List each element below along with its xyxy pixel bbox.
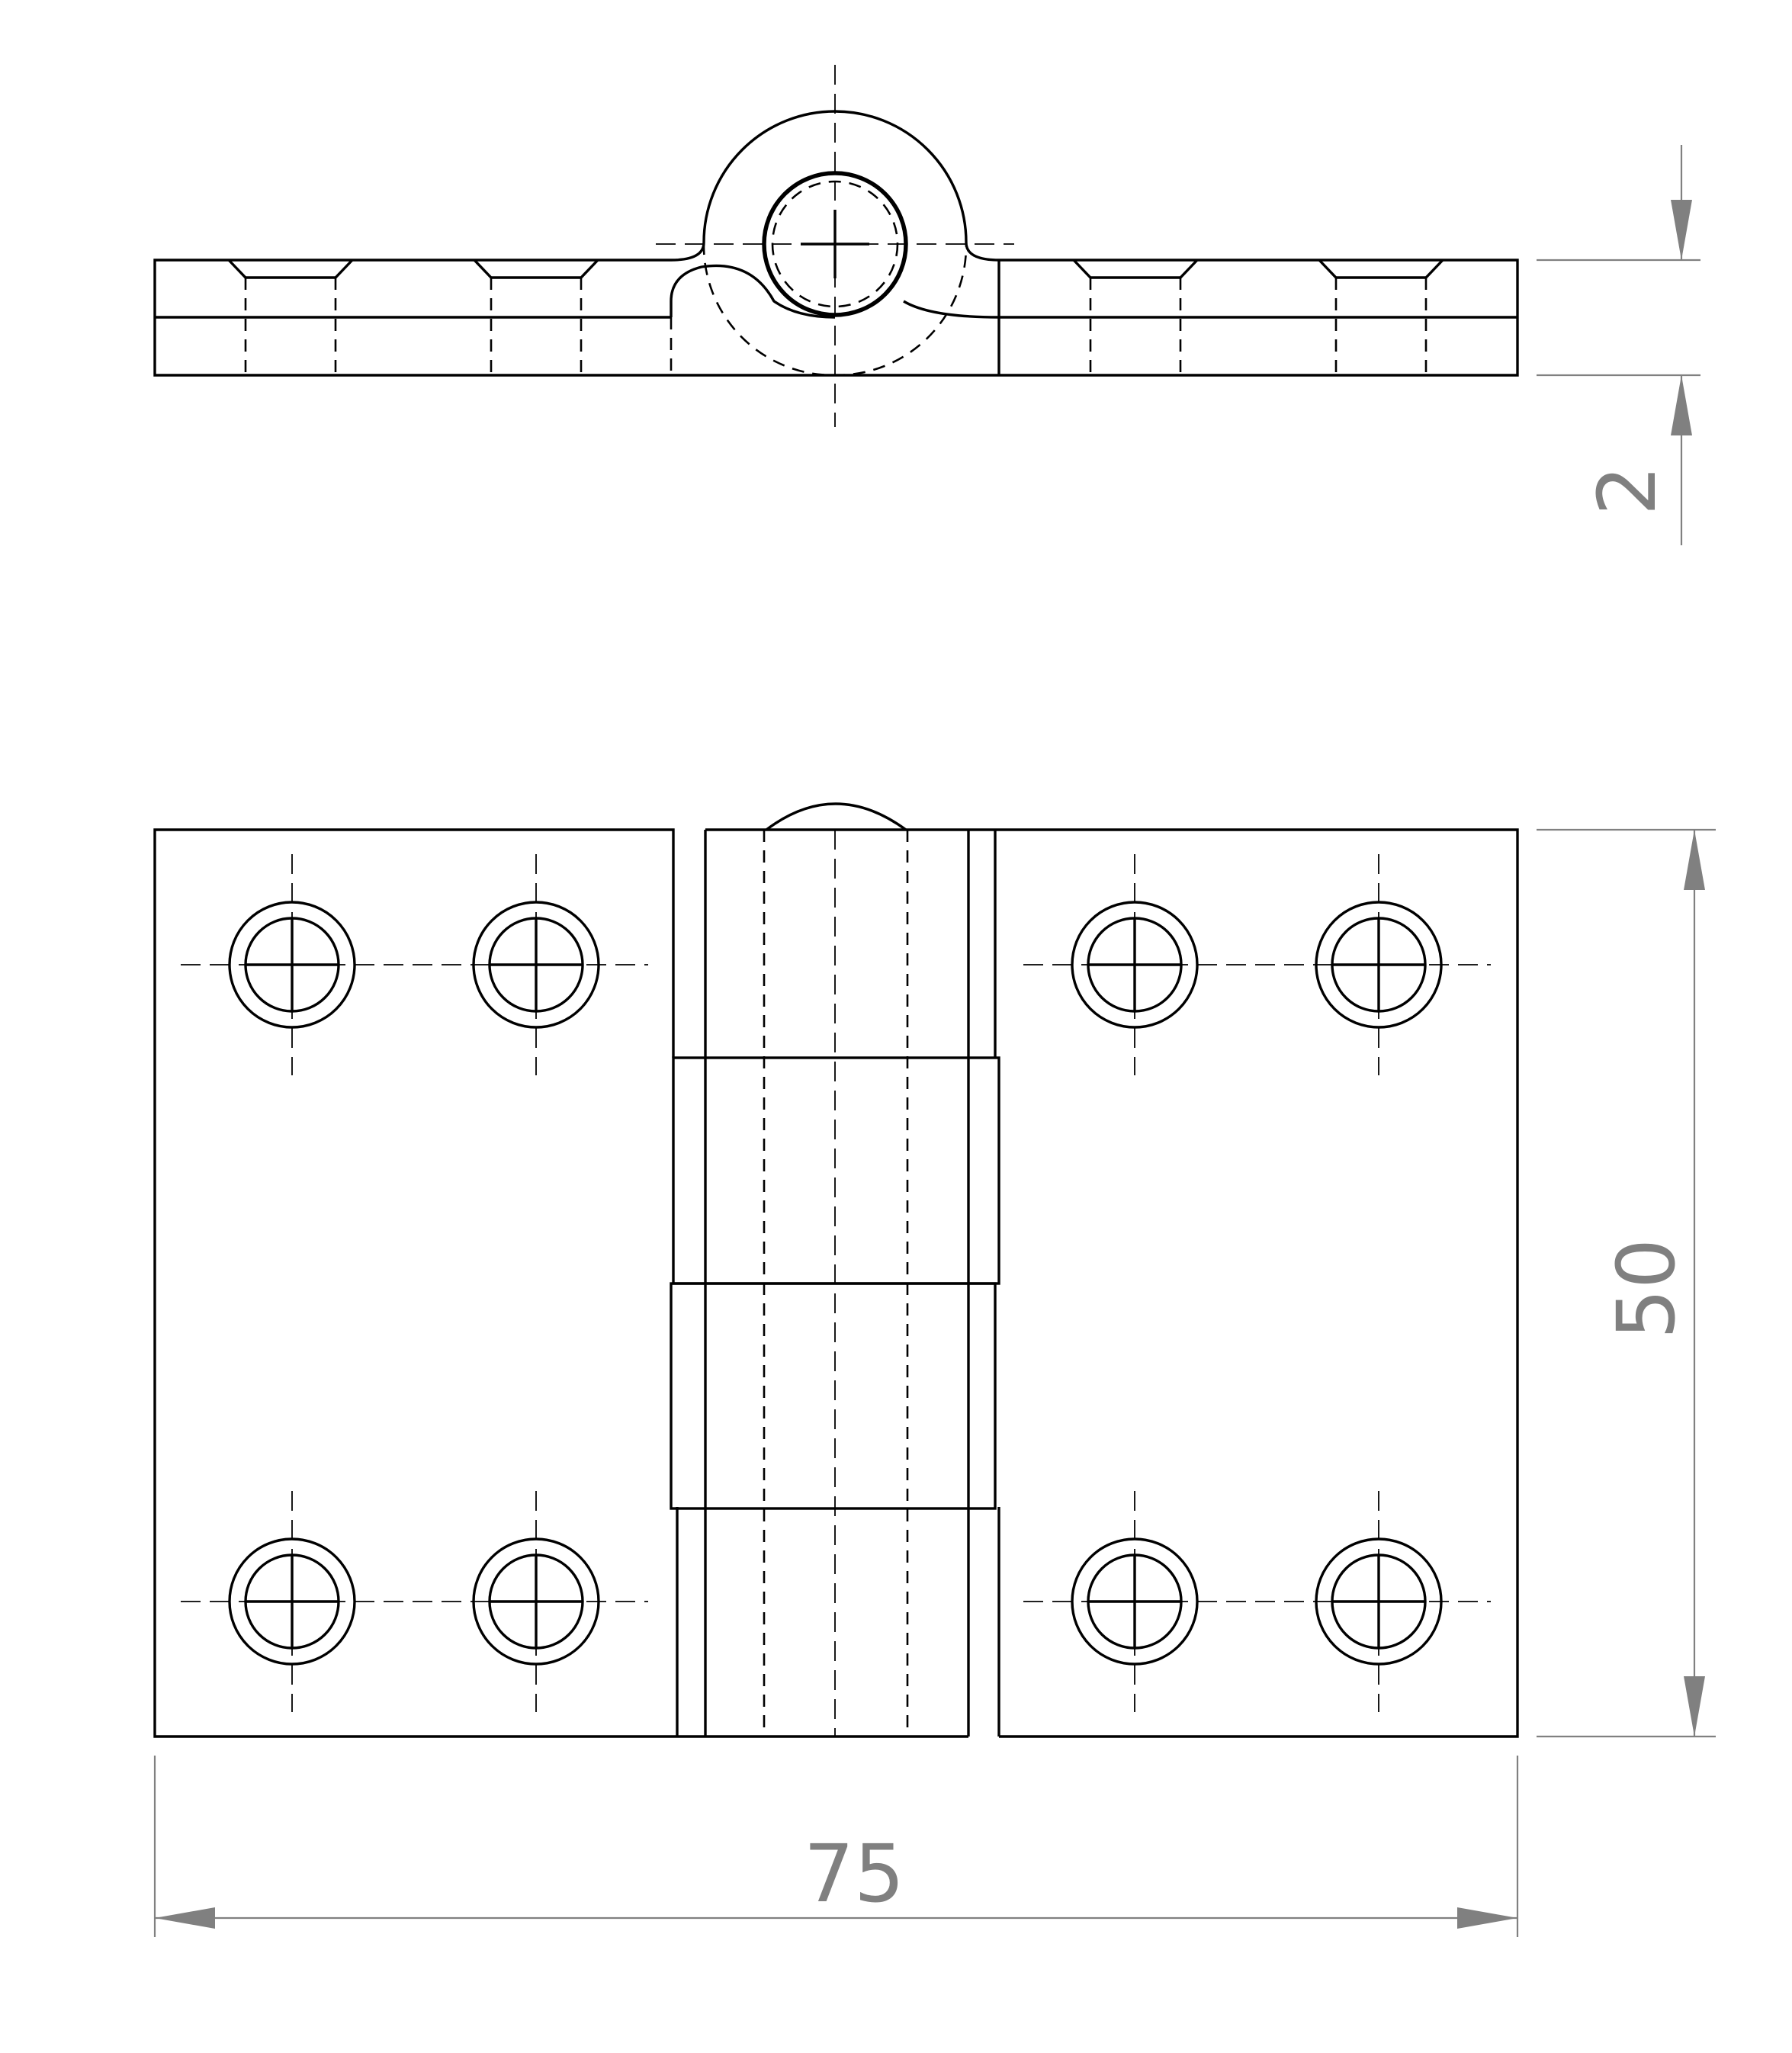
knuckle-segment-2: [672, 1056, 1000, 1285]
knuckle-fillet-left: [670, 264, 836, 319]
knuckle-segment-3: [670, 1282, 997, 1510]
left-leaf: [153, 828, 677, 1738]
pin-head: [765, 802, 907, 831]
width-dimension: 75: [153, 1756, 1519, 1937]
height-dimension: 50: [1537, 828, 1716, 1738]
front-view: [153, 802, 1519, 1738]
knuckle: [670, 802, 1000, 1738]
thickness-value: 2: [1581, 465, 1674, 516]
width-value: 75: [804, 1827, 904, 1920]
countersink-holes-hidden: [227, 259, 1444, 375]
screw-hole-centerlines: [181, 854, 1491, 1712]
height-value: 50: [1600, 1239, 1693, 1339]
top-view: [153, 65, 1519, 427]
right-leaf: [995, 828, 1519, 1738]
knuckle-fillet-right: [903, 300, 1000, 319]
thickness-dimension: 2: [1537, 145, 1700, 545]
